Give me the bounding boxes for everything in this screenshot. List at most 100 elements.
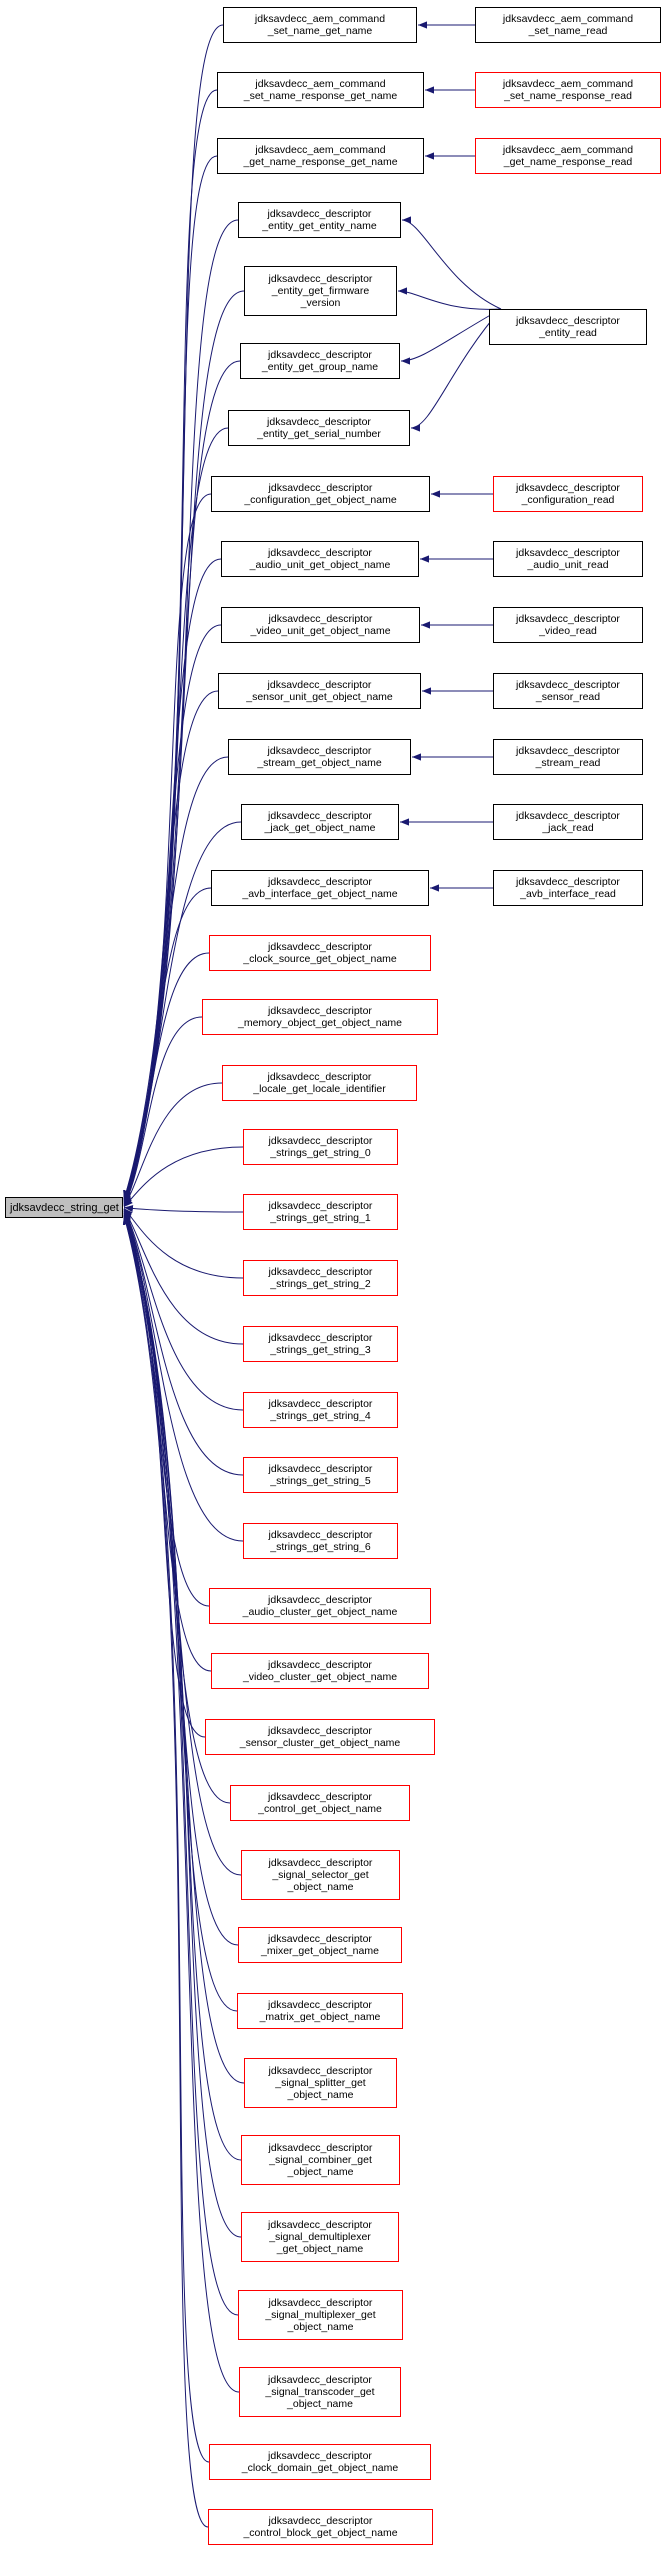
function-node-n5[interactable]: jdksavdecc_descriptor_entity_get_firmwar… [244,266,397,316]
function-node-n12[interactable]: jdksavdecc_descriptor_stream_get_object_… [228,739,411,775]
node-label-line: jdksavdecc_descriptor [268,1659,372,1671]
function-node-n34[interactable]: jdksavdecc_descriptor_signal_demultiplex… [241,2212,399,2262]
node-label-line: jdksavdecc_descriptor [268,1398,373,1410]
function-node-n13[interactable]: jdksavdecc_descriptor_jack_get_object_na… [241,804,399,840]
caller-node-r2[interactable]: jdksavdecc_aem_command_set_name_response… [475,72,661,108]
caller-node-r11[interactable]: jdksavdecc_descriptor_avb_interface_read [493,870,643,906]
node-label-line: jdksavdecc_descriptor [268,2515,373,2527]
function-node-n30[interactable]: jdksavdecc_descriptor_mixer_get_object_n… [238,1927,402,1963]
function-node-n29[interactable]: jdksavdecc_descriptor_signal_selector_ge… [241,1850,400,1900]
function-node-n4[interactable]: jdksavdecc_descriptor_entity_get_entity_… [238,202,401,238]
node-label-line: jdksavdecc_descriptor [268,1791,372,1803]
function-node-n21[interactable]: jdksavdecc_descriptor_strings_get_string… [243,1326,398,1362]
function-node-n8[interactable]: jdksavdecc_descriptor_configuration_get_… [211,476,430,512]
node-label-line: jdksavdecc_descriptor [267,1071,372,1083]
function-node-n27[interactable]: jdksavdecc_descriptor_sensor_cluster_get… [205,1719,435,1755]
function-node-n33[interactable]: jdksavdecc_descriptor_signal_combiner_ge… [241,2135,400,2185]
node-label-line: _audio_unit_get_object_name [249,559,391,571]
node-label-line: _strings_get_string_4 [270,1410,371,1422]
node-label-line: _avb_interface_read [520,888,616,900]
function-node-n23[interactable]: jdksavdecc_descriptor_strings_get_string… [243,1457,398,1493]
function-node-n36[interactable]: jdksavdecc_descriptor_signal_transcoder_… [239,2367,401,2417]
caller-node-r3[interactable]: jdksavdecc_aem_command_get_name_response… [475,138,661,174]
function-node-n26[interactable]: jdksavdecc_descriptor_video_cluster_get_… [211,1653,429,1689]
node-label-line: jdksavdecc_descriptor [268,876,372,888]
node-label-line: jdksavdecc_descriptor [516,810,620,822]
function-node-n18[interactable]: jdksavdecc_descriptor_strings_get_string… [243,1129,398,1165]
function-node-n7[interactable]: jdksavdecc_descriptor_entity_get_serial_… [228,410,410,446]
node-label-line: _entity_get_entity_name [262,220,377,232]
node-label-line: jdksavdecc_descriptor [268,2374,372,2386]
edge-to-root [123,690,219,1203]
function-node-n22[interactable]: jdksavdecc_descriptor_strings_get_string… [243,1392,398,1428]
function-node-n10[interactable]: jdksavdecc_descriptor_video_unit_get_obj… [221,607,420,643]
caller-node-r6[interactable]: jdksavdecc_descriptor_audio_unit_read [493,541,643,577]
edge-to-root [123,1215,210,2463]
node-label-line: _mixer_get_object_name [261,1945,379,1957]
node-label-line: _object_name [287,1881,354,1893]
function-node-n11[interactable]: jdksavdecc_descriptor_sensor_unit_get_ob… [218,673,421,709]
node-label-line: _signal_splitter_get [275,2077,366,2089]
edge-to-root [123,219,239,1200]
edge-to-root [123,1215,239,2316]
node-label-line: jdksavdecc_descriptor [268,1594,372,1606]
node-label-line: _avb_interface_get_object_name [242,888,398,900]
edge-to-root [123,1210,244,1542]
node-label-line: jdksavdecc_aem_command [255,144,386,156]
function-node-n9[interactable]: jdksavdecc_descriptor_audio_unit_get_obj… [221,541,419,577]
edge-to-root [123,952,210,1206]
function-node-n20[interactable]: jdksavdecc_descriptor_strings_get_string… [243,1260,398,1296]
function-node-n38[interactable]: jdksavdecc_descriptor_control_block_get_… [208,2509,433,2545]
function-node-n2[interactable]: jdksavdecc_aem_command_set_name_response… [217,72,424,108]
function-node-n14[interactable]: jdksavdecc_descriptor_avb_interface_get_… [211,870,429,906]
node-label-line: jdksavdecc_descriptor [268,1332,373,1344]
node-label-line: jdksavdecc_descriptor [268,1135,373,1147]
caller-node-r5[interactable]: jdksavdecc_descriptor_configuration_read [493,476,643,512]
function-node-n24[interactable]: jdksavdecc_descriptor_strings_get_string… [243,1523,398,1559]
node-label-line: _configuration_get_object_name [244,494,397,506]
caller-node-r8[interactable]: jdksavdecc_descriptor_sensor_read [493,673,643,709]
node-label-line: _entity_get_serial_number [257,428,381,440]
function-node-n32[interactable]: jdksavdecc_descriptor_signal_splitter_ge… [244,2058,397,2108]
function-node-n28[interactable]: jdksavdecc_descriptor_control_get_object… [230,1785,410,1821]
node-label-line: _get_object_name [276,2243,364,2255]
node-label-line: jdksavdecc_descriptor [267,679,372,691]
function-node-n19[interactable]: jdksavdecc_descriptor_strings_get_string… [243,1194,398,1230]
node-label-line: jdksavdecc_descriptor [267,745,372,757]
node-label-line: _video_cluster_get_object_name [242,1671,398,1683]
edge-to-root [123,887,212,1205]
function-node-n25[interactable]: jdksavdecc_descriptor_audio_cluster_get_… [209,1588,431,1624]
edge-to-root [123,1208,244,1345]
caller-node-r7[interactable]: jdksavdecc_descriptor_video_read [493,607,643,643]
node-label-line: _set_name_read [528,25,608,37]
caller-node-r1[interactable]: jdksavdecc_aem_command_set_name_read [475,7,661,43]
node-label-line: jdksavdecc_descriptor [268,1200,373,1212]
node-label-line: _strings_get_string_1 [270,1212,371,1224]
function-node-n16[interactable]: jdksavdecc_descriptor_memory_object_get_… [202,999,438,1035]
function-node-n15[interactable]: jdksavdecc_descriptor_clock_source_get_o… [209,935,431,971]
function-node-n1[interactable]: jdksavdecc_aem_command_set_name_get_name [223,7,417,43]
node-label-line: _set_name_get_name [267,25,373,37]
function-node-n31[interactable]: jdksavdecc_descriptor_matrix_get_object_… [237,1993,403,2029]
node-label-line: _strings_get_string_0 [270,1147,371,1159]
node-label-line: jdksavdecc_descriptor [268,1725,372,1737]
node-label-line: jdksavdecc_descriptor [516,547,620,559]
function-node-n35[interactable]: jdksavdecc_descriptor_signal_multiplexer… [238,2290,403,2340]
caller-node-r9[interactable]: jdksavdecc_descriptor_stream_read [493,739,643,775]
node-label-line: jdksavdecc_aem_command [502,78,634,90]
caller-node-r10[interactable]: jdksavdecc_descriptor_jack_read [493,804,643,840]
function-node-n6[interactable]: jdksavdecc_descriptor_entity_get_group_n… [240,343,400,379]
function-node-n17[interactable]: jdksavdecc_descriptor_locale_get_locale_… [222,1065,417,1101]
node-label-line: _get_name_response_get_name [243,156,398,168]
node-label-line: jdksavdecc_aem_command [254,13,386,25]
node-label-line: jdksavdecc_descriptor [268,1529,373,1541]
function-node-n37[interactable]: jdksavdecc_descriptor_clock_domain_get_o… [209,2444,431,2480]
node-label-line: jdksavdecc_descriptor [268,941,372,953]
node-label-line: _sensor_unit_get_object_name [246,691,393,703]
node-label-line: _object_name [287,2089,354,2101]
function-node-n3[interactable]: jdksavdecc_aem_command_get_name_response… [217,138,424,174]
node-label-line: _control_block_get_object_name [243,2527,398,2539]
root-node-root[interactable]: jdksavdecc_string_get [5,1197,123,1218]
caller-node-r4[interactable]: jdksavdecc_descriptor_entity_read [489,309,647,345]
node-label-line: _control_get_object_name [258,1803,382,1815]
